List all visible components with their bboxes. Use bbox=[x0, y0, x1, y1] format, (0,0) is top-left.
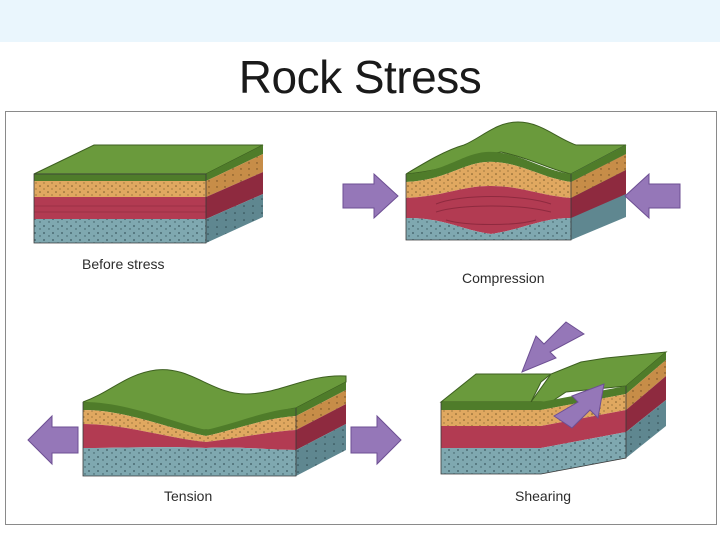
tension-arrow-left bbox=[28, 416, 78, 464]
panel-compression: Compression bbox=[343, 122, 680, 286]
compression-arrow-left bbox=[343, 174, 398, 218]
compression-arrow-right bbox=[625, 174, 680, 218]
panel-before-stress: Before stress bbox=[34, 145, 263, 272]
tension-arrow-right bbox=[351, 416, 401, 464]
caption-before-stress: Before stress bbox=[82, 256, 164, 272]
rock-stress-diagram: Before stress Compression bbox=[6, 112, 716, 524]
figure-frame: Before stress Compression bbox=[5, 111, 717, 525]
caption-shearing: Shearing bbox=[515, 488, 571, 504]
panel-tension: Tension bbox=[28, 370, 401, 504]
slide-title: Rock Stress bbox=[0, 50, 720, 106]
before-front-blue bbox=[34, 219, 206, 243]
panel-shearing: Shearing bbox=[441, 322, 666, 504]
before-front-grass bbox=[34, 174, 206, 181]
caption-tension: Tension bbox=[164, 488, 212, 504]
before-front-red bbox=[34, 197, 206, 219]
top-band bbox=[0, 0, 720, 42]
before-front-sand bbox=[34, 181, 206, 197]
caption-compression: Compression bbox=[462, 270, 544, 286]
tension-front-blue bbox=[83, 447, 296, 476]
